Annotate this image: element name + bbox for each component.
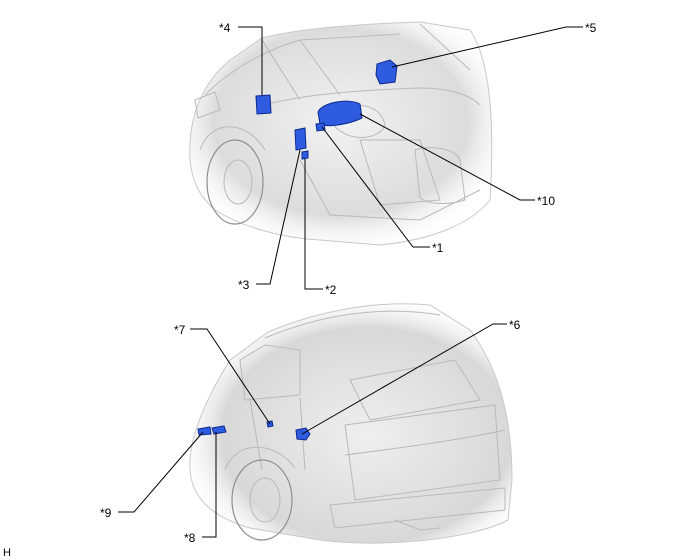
front-wheel-hub (223, 159, 253, 205)
headlight-outline (194, 91, 221, 119)
callout-3: *3 (238, 278, 250, 292)
rear-fender-arch (224, 446, 296, 471)
front-fender-arch (199, 126, 266, 151)
callout-8: *8 (184, 531, 196, 545)
front-vehicle-body (189, 21, 493, 246)
leader-9 (118, 431, 204, 513)
callout-2: *2 (325, 283, 337, 297)
bumper-outline (329, 487, 506, 529)
component-10 (317, 100, 363, 127)
windshield-frame (261, 23, 471, 101)
leader-8 (202, 432, 217, 538)
callout-6: *6 (509, 318, 521, 332)
leader-lines (118, 26, 583, 538)
leader-10 (359, 113, 535, 201)
component-9 (197, 426, 212, 436)
leader-4 (238, 26, 263, 95)
floor-outline (299, 159, 481, 221)
callout-10: *10 (537, 194, 555, 208)
rear-wheel (231, 459, 293, 541)
callout-5: *5 (585, 21, 597, 35)
component-2 (301, 150, 309, 160)
leader-1 (321, 126, 430, 248)
leader-5 (391, 26, 583, 68)
leader-3 (256, 149, 301, 285)
front-vehicle-cutaway-view (189, 21, 493, 246)
figure-code: H (3, 547, 11, 559)
callout-4: *4 (219, 21, 231, 35)
leader-2 (304, 159, 323, 290)
roof-rail (264, 310, 441, 339)
rear-vehicle-body (189, 303, 513, 544)
dashboard-outline (264, 87, 481, 106)
tailgate-outline (344, 404, 501, 501)
tow-hitch-area (394, 519, 441, 531)
callout-labels: *4 *5 *10 *1 *3 *2 *7 *6 *9 *8 H (3, 21, 597, 559)
rear-window (349, 359, 481, 421)
hood-outline (204, 33, 401, 96)
seat-outline (414, 147, 466, 204)
rear-vehicle-view (189, 303, 513, 544)
leader-6 (301, 323, 507, 435)
component-1 (315, 122, 326, 132)
front-wheel (206, 139, 264, 225)
callout-9: *9 (100, 506, 112, 520)
side-windows (239, 344, 301, 401)
component-5 (375, 59, 398, 85)
component-8 (211, 425, 227, 435)
leader-7 (190, 328, 271, 425)
component-3 (294, 127, 307, 151)
component-4 (255, 94, 272, 115)
callout-1: *1 (432, 241, 444, 255)
center-console-outline (359, 139, 441, 206)
taillight-bar (344, 429, 506, 456)
callout-7: *7 (174, 323, 186, 337)
rear-wheel-hub (249, 477, 281, 523)
